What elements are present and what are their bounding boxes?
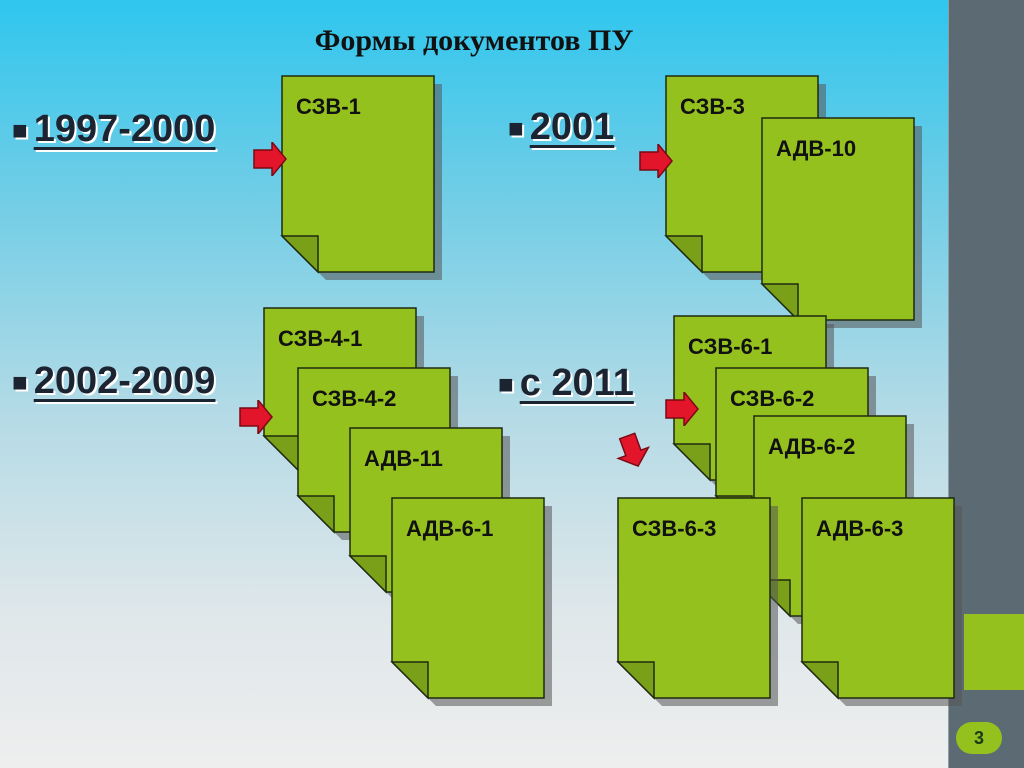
sidebar-accent <box>964 614 1024 690</box>
group-label-text: 2001 <box>529 106 615 148</box>
group-label-text: с 2011 <box>519 362 634 404</box>
document-label: СЗВ-6-1 <box>688 334 773 359</box>
document-page-icon <box>800 497 962 706</box>
document-label: АДВ-6-3 <box>816 516 904 541</box>
document-page-icon <box>616 497 778 706</box>
group-label-2001: ■2001 <box>508 106 614 149</box>
document-label: АДВ-10 <box>776 136 857 161</box>
document-adv-10: АДВ-10 <box>760 117 922 328</box>
document-label: АДВ-6-1 <box>406 516 494 541</box>
document-label: АДВ-11 <box>364 446 443 471</box>
document-label: СЗВ-4-1 <box>278 326 363 351</box>
bullet-icon: ■ <box>498 369 514 400</box>
group-label-s-2011: ■с 2011 <box>498 362 634 405</box>
red-arrow-icon <box>665 392 699 426</box>
document-szv-1: СЗВ-1 <box>280 75 442 280</box>
page-number: 3 <box>956 722 1002 754</box>
document-page-icon <box>390 497 552 706</box>
document-label: АДВ-6-2 <box>768 434 856 459</box>
document-label: СЗВ-6-2 <box>730 386 815 411</box>
bullet-icon: ■ <box>12 115 28 146</box>
group-label-2002-2009: ■2002-2009 <box>12 360 215 403</box>
red-arrow-down-icon <box>616 432 650 468</box>
red-arrow-icon <box>253 142 287 176</box>
bullet-icon: ■ <box>508 113 524 144</box>
bullet-icon: ■ <box>12 367 28 398</box>
document-page-icon <box>760 117 922 328</box>
document-adv-6-1: АДВ-6-1 <box>390 497 552 706</box>
document-label: СЗВ-3 <box>680 94 745 119</box>
group-label-text: 1997-2000 <box>33 108 216 150</box>
document-label: СЗВ-6-3 <box>632 516 717 541</box>
red-arrow-icon <box>239 400 273 434</box>
document-label: СЗВ-4-2 <box>312 386 397 411</box>
slide-title: Формы документов ПУ <box>314 24 634 57</box>
group-label-1997-2000: ■1997-2000 <box>12 108 215 151</box>
document-szv-6-3: СЗВ-6-3 <box>616 497 778 706</box>
document-adv-6-3: АДВ-6-3 <box>800 497 962 706</box>
document-label: СЗВ-1 <box>296 94 361 119</box>
document-page-icon <box>280 75 442 280</box>
group-label-text: 2002-2009 <box>33 360 216 402</box>
red-arrow-icon <box>639 144 673 178</box>
